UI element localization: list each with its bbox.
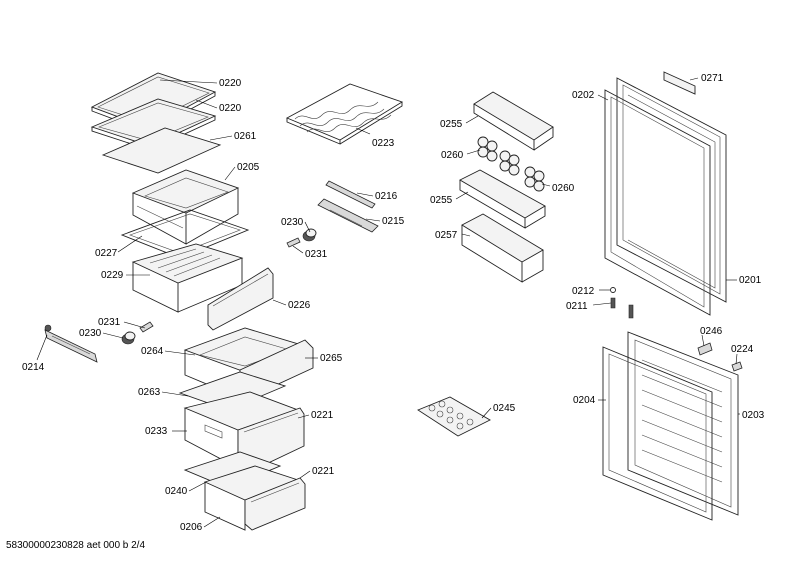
wine-rack-0223 bbox=[285, 83, 404, 145]
label-0229: 0229 bbox=[101, 270, 124, 281]
label-0230-middle: 0230 bbox=[281, 217, 304, 228]
door-shelf-0255-top bbox=[473, 91, 554, 151]
label-0212: 0212 bbox=[572, 286, 595, 297]
upper-door-0201 bbox=[616, 77, 727, 303]
front-panel-0226 bbox=[207, 267, 274, 331]
label-0240: 0240 bbox=[165, 486, 188, 497]
egg-tray-0260-left bbox=[477, 136, 498, 162]
bar-0216 bbox=[325, 180, 376, 209]
label-0220-top: 0220 bbox=[219, 78, 242, 89]
lower-gasket-0204 bbox=[602, 346, 713, 521]
label-plate-0271 bbox=[663, 71, 696, 95]
lower-door-0203 bbox=[627, 331, 739, 516]
label-0220-second: 0220 bbox=[219, 103, 242, 114]
label-0271: 0271 bbox=[701, 73, 724, 84]
label-0255-top: 0255 bbox=[440, 119, 463, 130]
label-0246: 0246 bbox=[700, 326, 723, 337]
egg-tray-0260-right bbox=[524, 166, 545, 192]
pin-0231-middle bbox=[286, 237, 301, 248]
label-0245: 0245 bbox=[493, 403, 516, 414]
label-0231-middle: 0231 bbox=[305, 249, 328, 260]
label-0224: 0224 bbox=[731, 344, 754, 355]
egg-tray-0260-middle bbox=[499, 150, 520, 176]
door-shelf-0255-second bbox=[459, 169, 546, 229]
label-0221-lower: 0221 bbox=[312, 466, 335, 477]
label-0215: 0215 bbox=[382, 216, 405, 227]
leader-lines bbox=[36, 77, 740, 528]
label-0260-left: 0260 bbox=[441, 150, 464, 161]
label-0204: 0204 bbox=[573, 395, 596, 406]
label-0263: 0263 bbox=[138, 387, 161, 398]
label-0261: 0261 bbox=[234, 131, 257, 142]
roller-0230-left bbox=[121, 331, 136, 345]
label-0205: 0205 bbox=[237, 162, 260, 173]
label-0231-left: 0231 bbox=[98, 317, 121, 328]
label-0202: 0202 bbox=[572, 90, 595, 101]
label-0221-upper: 0221 bbox=[311, 410, 334, 421]
screw-0211 bbox=[610, 297, 616, 309]
door-shelf-0257 bbox=[461, 213, 544, 283]
hinge-pin bbox=[628, 304, 634, 319]
label-0265: 0265 bbox=[320, 353, 343, 364]
label-0264: 0264 bbox=[141, 346, 164, 357]
label-0201: 0201 bbox=[739, 275, 762, 286]
label-0226: 0226 bbox=[288, 300, 311, 311]
part-labels: 0220 0220 0261 0205 0227 0229 0226 0231 … bbox=[22, 73, 765, 533]
clip-0246 bbox=[697, 342, 713, 356]
label-0233: 0233 bbox=[145, 426, 168, 437]
label-0255-second: 0255 bbox=[430, 195, 453, 206]
label-0230-left: 0230 bbox=[79, 328, 102, 339]
label-0227: 0227 bbox=[95, 248, 118, 259]
ice-tray-0245 bbox=[417, 396, 491, 437]
label-0223: 0223 bbox=[372, 138, 395, 149]
bracket-0215 bbox=[317, 198, 379, 233]
label-0211: 0211 bbox=[566, 301, 588, 312]
pin-0231-left bbox=[139, 321, 154, 333]
label-0260-right: 0260 bbox=[552, 183, 575, 194]
drawer-frame-0227 bbox=[120, 209, 250, 259]
rail-0214 bbox=[44, 324, 98, 363]
document-id-footer: 58300000230828 aet 000 b 2/4 bbox=[6, 540, 146, 551]
roller-0230-middle bbox=[302, 228, 317, 242]
upper-gasket-0202 bbox=[604, 89, 711, 316]
crisper-drawer-0205 bbox=[131, 169, 240, 245]
label-0216: 0216 bbox=[375, 191, 398, 202]
cover-plate-0261 bbox=[101, 127, 222, 174]
label-0257: 0257 bbox=[435, 230, 458, 241]
label-0206: 0206 bbox=[180, 522, 203, 533]
washer-0212 bbox=[610, 287, 616, 293]
cap-0224 bbox=[731, 361, 743, 372]
label-0214: 0214 bbox=[22, 362, 45, 373]
label-0203: 0203 bbox=[742, 410, 765, 421]
